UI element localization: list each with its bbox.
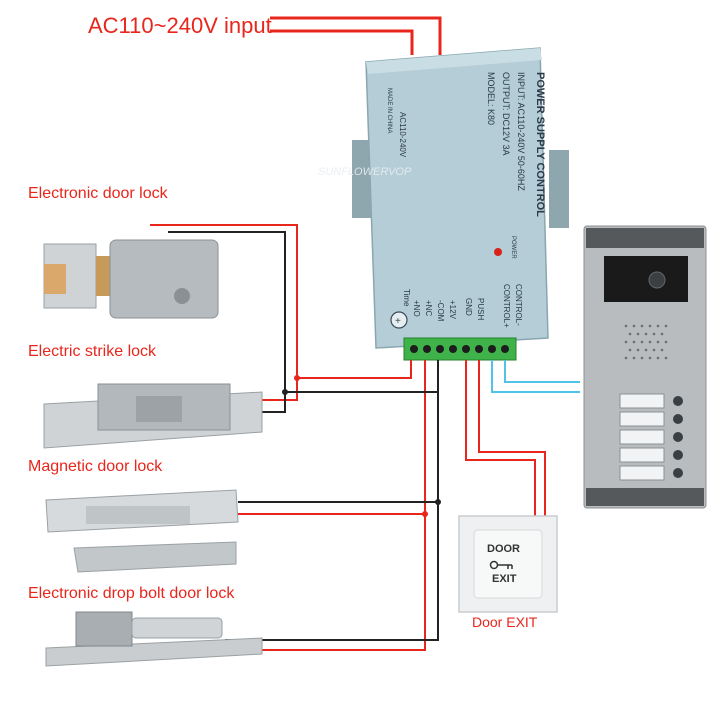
- terminal-block: [403, 337, 517, 361]
- door-lock-keyhole-icon: [174, 288, 190, 304]
- terminal-label-no: +NO: [412, 300, 421, 317]
- strike-keeper: [136, 396, 182, 422]
- armature-plate: [73, 541, 237, 573]
- psu-ac-block: AC110-240V MADE IN CHINA: [386, 88, 407, 158]
- electronic-door-lock: Electronic door lock: [28, 185, 219, 319]
- intercom-panel: [583, 225, 707, 509]
- terminal-label-control-plus: CONTROL+: [502, 284, 511, 328]
- wire-black-door-lock: [168, 231, 438, 393]
- svg-text:+: +: [395, 316, 401, 327]
- terminal-label-12v: +12V: [448, 300, 457, 320]
- electronic-drop-bolt-lock: Electronic drop bolt door lock: [28, 585, 263, 667]
- drop-bolt-controller: [75, 611, 133, 647]
- wire-red-nc: [230, 360, 426, 651]
- wire-control-minus: [504, 360, 580, 383]
- wire-red-no: [297, 360, 412, 379]
- magnet-face: [86, 506, 190, 524]
- psu-input-spec: INPUT: AC110-240V 50-60HZ: [516, 72, 526, 191]
- exit-button-line1: DOOR: [487, 543, 520, 555]
- door-lock-body: [109, 239, 219, 319]
- door-exit-button: DOOR EXIT Door EXIT: [458, 515, 558, 630]
- wire-black-strike: [252, 392, 286, 413]
- intercom-bottom-cap: [586, 488, 704, 506]
- terminal-labels: +NO +NC -COM +12V GND PUSH CONTROL+ CONT…: [412, 284, 523, 328]
- electric-strike-lock: Electric strike lock: [28, 343, 263, 449]
- camera-lens-icon: [648, 271, 666, 289]
- lock-label-electric-strike: Electric strike lock: [28, 343, 157, 360]
- door-lock-bolt: [96, 256, 110, 296]
- power-supply-unit: POWER SUPPLY CONTROL INPUT: AC110-240V 5…: [318, 47, 569, 361]
- time-label: Time: [402, 289, 411, 307]
- wire-red-strike: [250, 378, 298, 401]
- drop-bolt-cylinder: [131, 617, 223, 639]
- terminal-screws: [410, 345, 509, 353]
- call-buttons: [619, 393, 683, 481]
- power-led-label: POWER: [510, 236, 516, 259]
- watermark: SUNFLOWERVOP: [318, 166, 412, 178]
- ac-input-label: AC110~240V input: [88, 13, 272, 38]
- terminal-label-push: PUSH: [476, 298, 485, 320]
- door-lock-latch: [44, 264, 66, 294]
- psu-made-in: MADE IN CHINA: [386, 88, 392, 133]
- terminal-label-control-minus: CONTROL-: [514, 284, 523, 326]
- wire-red-door-lock: [150, 224, 298, 378]
- terminal-label-gnd: GND: [464, 298, 473, 316]
- lock-label-drop-bolt: Electronic drop bolt door lock: [28, 585, 235, 602]
- time-knob-icon: [390, 311, 408, 329]
- speaker-grille-icon: [624, 324, 668, 360]
- lock-label-electronic-door: Electronic door lock: [28, 185, 169, 202]
- terminal-label-com: -COM: [436, 300, 445, 322]
- wire-black-com: [225, 360, 439, 641]
- wire-control-plus: [491, 360, 580, 393]
- exit-button-line2: EXIT: [492, 573, 517, 585]
- intercom-camera-window: [604, 256, 688, 302]
- key-icon: [489, 560, 513, 570]
- wire-exit-gnd: [465, 360, 536, 520]
- psu-label-block: POWER SUPPLY CONTROL INPUT: AC110-240V 5…: [486, 72, 546, 217]
- ac-input: AC110~240V input: [88, 13, 442, 55]
- drop-bolt-plate: [45, 637, 263, 667]
- psu-left-ear: [352, 140, 372, 218]
- psu-right-ear: [549, 150, 569, 228]
- lock-label-magnetic: Magnetic door lock: [28, 458, 163, 475]
- ac-input-wire-1: [270, 16, 442, 55]
- psu-ac-label: AC110-240V: [398, 112, 407, 158]
- ac-input-wire-2: [270, 29, 414, 55]
- wiring: [150, 224, 580, 651]
- terminal-label-nc: +NC: [424, 300, 433, 316]
- exit-button-caption: Door EXIT: [472, 614, 538, 630]
- intercom-top-cap: [586, 228, 704, 248]
- psu-top-edge: [366, 48, 542, 74]
- psu-model: MODEL: K80: [486, 72, 496, 125]
- psu-output-spec: OUTPUT: DC12V 3A: [501, 72, 511, 156]
- psu-title: POWER SUPPLY CONTROL: [534, 72, 546, 217]
- power-led: [494, 248, 502, 256]
- exit-button-face: [473, 529, 543, 599]
- wire-exit-push: [478, 360, 546, 520]
- magnetic-door-lock: Magnetic door lock: [28, 458, 239, 573]
